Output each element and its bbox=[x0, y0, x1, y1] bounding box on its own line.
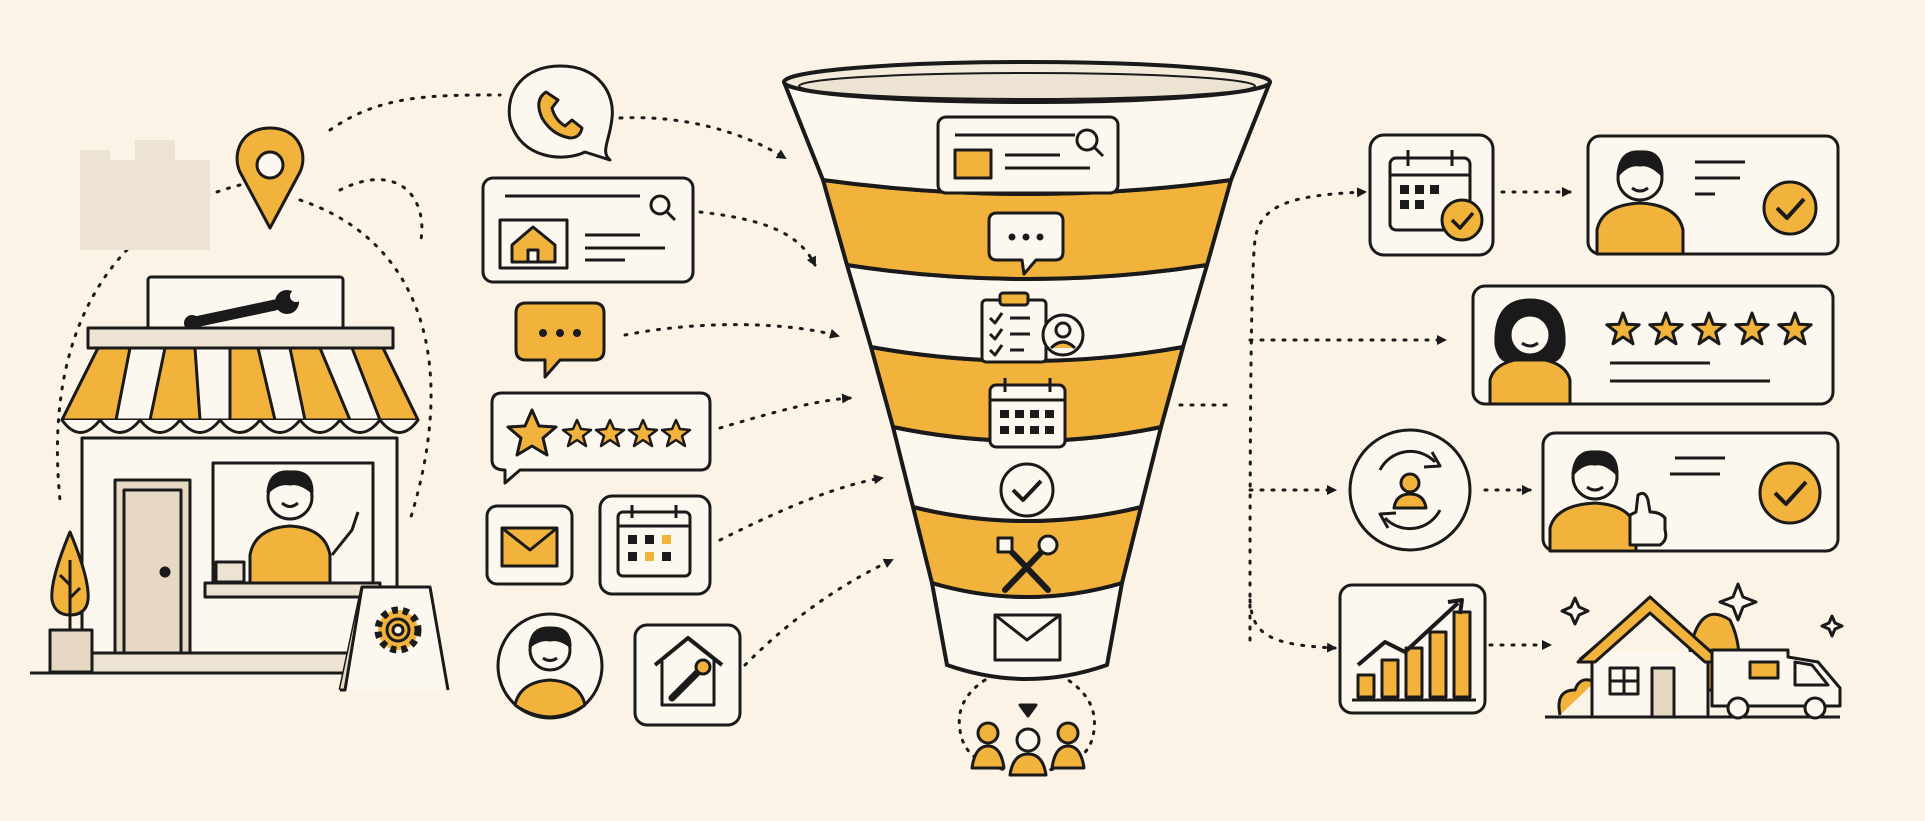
calendar-to-funnel-arrow bbox=[718, 474, 884, 542]
tree-icon bbox=[48, 530, 94, 674]
review-star-icon bbox=[1605, 311, 1641, 346]
funnel bbox=[782, 60, 1272, 681]
pin-to-phone-connector bbox=[328, 93, 502, 132]
listing-to-funnel-arrow bbox=[698, 210, 817, 267]
gear-icon bbox=[338, 585, 450, 692]
star-review-icon bbox=[490, 391, 712, 485]
house-wrench-icon bbox=[633, 623, 742, 727]
waving-person-icon bbox=[214, 470, 360, 585]
funnel-chat-bubble-icon bbox=[987, 211, 1065, 276]
review-star-icon bbox=[1691, 311, 1727, 346]
funnel-icons bbox=[936, 115, 1120, 662]
thumbs-up-customer-card-icon bbox=[1541, 431, 1840, 553]
confirmed-customer-card-icon bbox=[1586, 134, 1840, 256]
envelope-icon bbox=[485, 504, 574, 586]
chat-to-funnel-arrow bbox=[623, 323, 840, 339]
house-to-funnel-arrow bbox=[743, 558, 894, 667]
funnel-clipboard-checklist-icon bbox=[980, 291, 1085, 364]
input-channels bbox=[481, 64, 742, 727]
review-star-icon bbox=[1777, 311, 1813, 346]
funnel-calendar-icon bbox=[988, 378, 1067, 449]
phone-to-funnel-arrow bbox=[618, 116, 787, 160]
outcomes-trunk-upper bbox=[1248, 187, 1367, 642]
review-star-icon bbox=[1648, 311, 1684, 346]
customer-group-icon bbox=[957, 678, 1096, 777]
calendar-check-icon bbox=[1368, 133, 1495, 257]
funnel-search-listing-icon bbox=[936, 115, 1120, 195]
review-to-funnel-arrow bbox=[718, 393, 852, 430]
trunk-to-chart-arrow bbox=[1248, 598, 1337, 653]
calendar-icon bbox=[598, 494, 712, 596]
background-buildings bbox=[80, 140, 210, 250]
phone-chat-icon bbox=[507, 64, 614, 162]
house-van-icon bbox=[1545, 582, 1844, 720]
outcomes bbox=[1338, 133, 1844, 720]
connectors bbox=[55, 93, 1572, 667]
storefront bbox=[30, 126, 450, 692]
person-avatar-icon bbox=[496, 612, 604, 720]
funnel-envelope-icon bbox=[993, 613, 1062, 662]
location-pin-icon bbox=[235, 126, 305, 230]
pin-small-loop bbox=[338, 178, 424, 247]
funnel-check-circle-icon bbox=[999, 462, 1055, 518]
chat-bubble-icon bbox=[514, 301, 606, 379]
funnel-tools-icon bbox=[996, 534, 1059, 593]
funnel-rim-inner bbox=[798, 72, 1256, 100]
growth-chart-icon bbox=[1338, 583, 1487, 715]
repeat-customer-icon bbox=[1348, 428, 1472, 552]
awning bbox=[60, 346, 420, 434]
review-star-icon bbox=[1734, 311, 1770, 346]
five-star-review-card-icon bbox=[1471, 284, 1835, 406]
search-listing-icon bbox=[481, 176, 695, 284]
